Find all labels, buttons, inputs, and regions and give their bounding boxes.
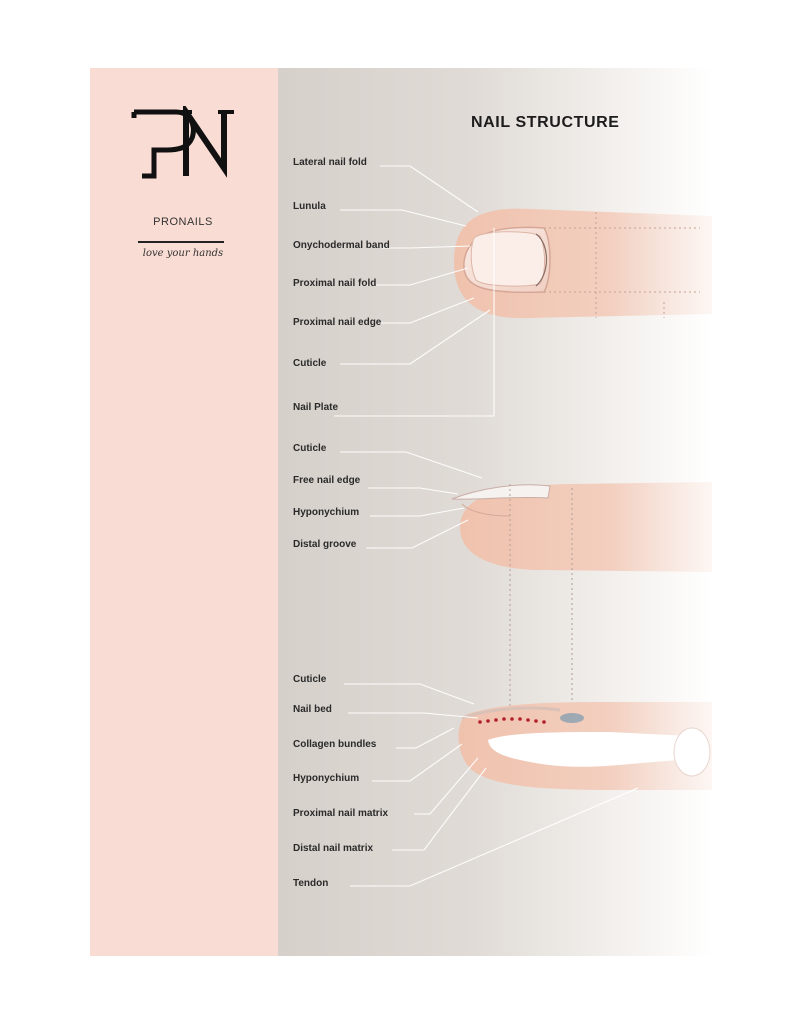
brand-name: PRONAILS [153,216,213,228]
page-title: NAIL STRUCTURE [471,114,620,131]
brand-panel [90,68,278,956]
label-onychodermal-band: Onychodermal band [293,240,390,251]
finger-side-view [451,482,712,718]
finger-cross-section [458,702,712,790]
label-lateral-nail-fold: Lateral nail fold [293,157,367,168]
label-free-nail-edge: Free nail edge [293,475,361,486]
label-tendon: Tendon [293,878,329,889]
label-proximal-nail-fold: Proximal nail fold [293,278,377,289]
label-distal-nail-matrix: Distal nail matrix [293,843,374,854]
label-collagen-bundles: Collagen bundles [293,739,377,750]
pronails-logo: PRONAILS love your hands [130,106,240,259]
label-cuticle-3: Cuticle [293,674,327,685]
label-cuticle-2: Cuticle [293,443,327,454]
brand-divider [138,241,224,243]
label-distal-groove: Distal groove [293,539,357,550]
label-hyponychium-1: Hyponychium [293,507,360,518]
label-nail-bed: Nail bed [293,704,332,715]
label-nail-plate: Nail Plate [293,402,339,413]
finger-top-view [454,208,712,319]
label-lunula: Lunula [293,201,326,212]
leader-lines [334,165,639,887]
label-proximal-nail-matrix: Proximal nail matrix [293,808,389,819]
label-hyponychium-2: Hyponychium [293,773,360,784]
pn-logo-mark [131,106,234,179]
brand-tagline: love your hands [142,248,224,259]
poster: PRONAILS love your hands NAIL STRUCTURE [90,68,712,956]
label-cuticle-1: Cuticle [293,358,327,369]
label-proximal-nail-edge: Proximal nail edge [293,317,382,328]
nail-diagram [334,165,712,887]
